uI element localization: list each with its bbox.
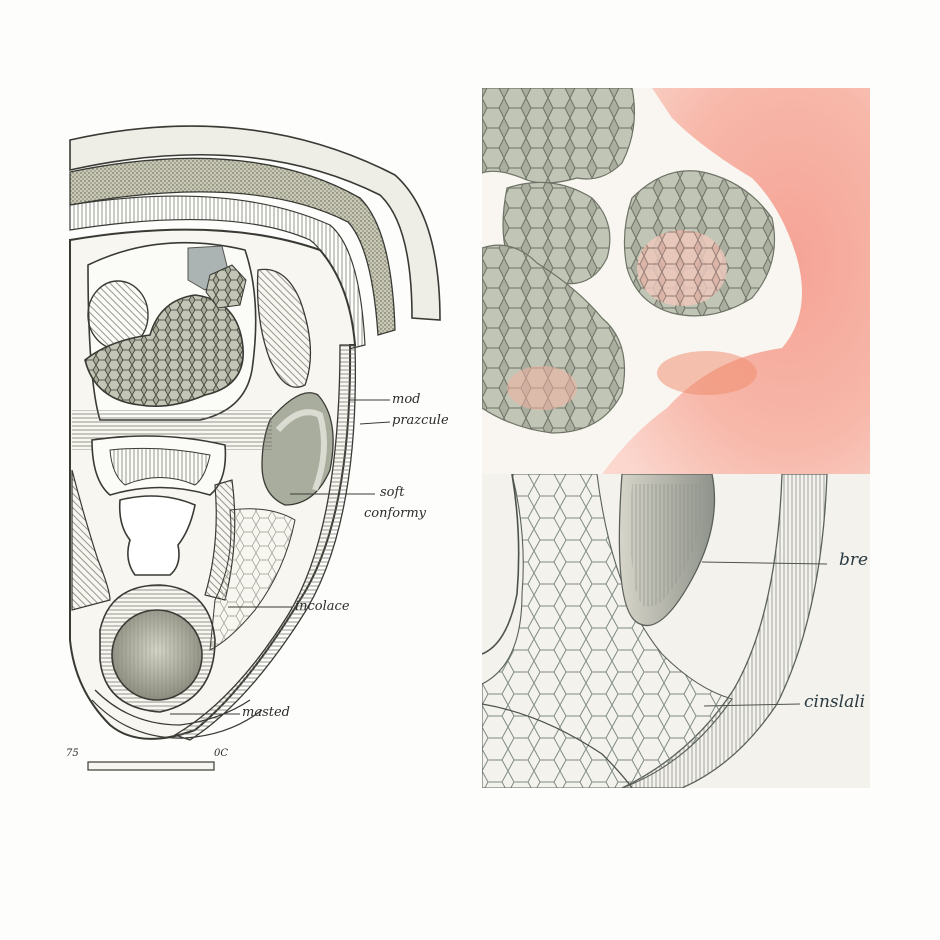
- label-cinslali: cinslali: [804, 692, 866, 712]
- sketch-cross-section-panel: bre cinslali: [482, 474, 870, 788]
- label-soft: soft: [380, 485, 405, 500]
- dark-lobe-stripes: [630, 484, 703, 607]
- lower-cellular-net: [209, 508, 296, 651]
- label-prscule: prazcule: [392, 413, 449, 428]
- label-masted: masted: [242, 705, 290, 720]
- cellular-mass: [84, 294, 244, 408]
- leader-bre: [701, 561, 828, 565]
- orange-accent: [657, 351, 757, 395]
- inner-edge-curve: [482, 474, 520, 655]
- scale-label-left: 75: [66, 748, 79, 759]
- leader-prscule: [359, 421, 391, 425]
- grey-cluster: [205, 264, 247, 309]
- label-incolace: incolace: [295, 599, 350, 614]
- label-mod: mod: [392, 392, 421, 407]
- scale-label-right: 0C: [214, 748, 229, 759]
- outer-curved-wall: [621, 474, 828, 788]
- label-conformy: conformy: [364, 506, 427, 521]
- cell-cluster-top-left: [482, 88, 636, 184]
- label-bre: bre: [839, 550, 869, 570]
- mid-cup-shade: [109, 447, 211, 486]
- shaded-lobe: [261, 392, 334, 506]
- outer-arch-band: [69, 125, 441, 321]
- hatched-lobe-upper: [256, 268, 312, 388]
- stippled-arch-band: [69, 157, 396, 336]
- leader-cinslali: [703, 703, 801, 707]
- scale-bar: [87, 761, 215, 771]
- body-outer-wall: [173, 344, 357, 741]
- central-pale-structure: [118, 495, 196, 576]
- pink-wash: [602, 88, 870, 474]
- base-curve: [94, 689, 251, 726]
- watercolor-cell-panel: [482, 88, 870, 474]
- left-side-hatch: [71, 469, 111, 611]
